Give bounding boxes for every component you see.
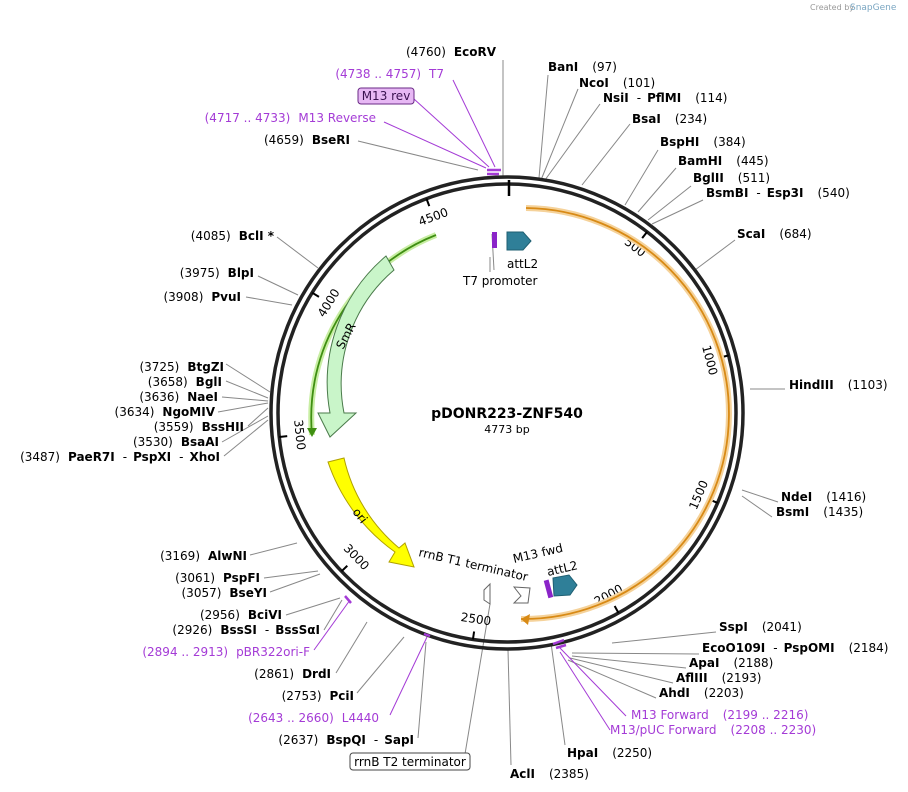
ruler-tick-label: 3500	[291, 419, 308, 451]
site-label[interactable]: HindIII(1103)	[789, 378, 888, 392]
smr-feature-arrow	[317, 255, 395, 438]
site-label[interactable]: (3057)BseYI	[182, 586, 268, 600]
site-label[interactable]: (4659)BseRI	[264, 133, 350, 147]
t7-promoter-marker	[492, 232, 497, 248]
primer-pbr322ori-f-label[interactable]: (2894 .. 2913)pBR322ori-F	[142, 645, 310, 659]
site-label[interactable]: (3530)BsaAI	[133, 435, 219, 449]
plasmid-title: pDONR223-ZNF540	[431, 406, 583, 422]
snapgene-logo: SnapGene	[850, 3, 897, 13]
site-label[interactable]: AflIII(2193)	[676, 671, 761, 685]
primer-m13-forward-label[interactable]: M13 Forward(2199 .. 2216)	[631, 708, 808, 722]
site-label[interactable]: (3725)BtgZI	[139, 360, 224, 374]
site-label[interactable]: HpaI(2250)	[567, 746, 652, 760]
smr-outer-arc	[310, 234, 437, 436]
ruler-tick	[311, 291, 320, 298]
site-label[interactable]: BsaI(234)	[632, 112, 707, 126]
smr-outer-arrowhead	[307, 428, 317, 437]
site-label[interactable]: (3908)PvuI	[163, 290, 241, 304]
site-label[interactable]: NcoI(101)	[579, 76, 655, 90]
site-label[interactable]: (2956)BciVI	[200, 608, 282, 622]
site-label[interactable]: (3975)BlpI	[180, 266, 254, 280]
site-label[interactable]: (3658)BglI	[148, 375, 222, 389]
leader-lines	[217, 60, 785, 766]
ruler-tick	[613, 605, 620, 614]
site-label[interactable]: BsmI(1435)	[776, 505, 863, 519]
site-label[interactable]: ApaI(2188)	[689, 656, 773, 670]
site-label[interactable]: NsiI-PflMI(114)	[603, 91, 728, 105]
site-label[interactable]: BanI(97)	[548, 60, 617, 74]
primer-leaders	[313, 79, 627, 731]
site-label[interactable]: BsmBI-Esp3I(540)	[706, 186, 850, 200]
backbone-outer	[269, 175, 745, 651]
primer-l4440-label[interactable]: (2643 .. 2660)L4440	[248, 711, 379, 725]
orf-znf540-arrowhead	[521, 614, 530, 625]
site-label[interactable]: AclI(2385)	[510, 767, 589, 781]
attl2-bottom-arrow	[552, 574, 578, 597]
primer-t7-label[interactable]: (4738 .. 4757)T7	[335, 67, 444, 81]
attl2-top-arrow	[506, 231, 532, 251]
primer-m13-rev-label[interactable]: M13 rev	[362, 89, 411, 103]
site-label[interactable]: (2861)DrdI	[254, 667, 331, 681]
orf-znf540-arc	[520, 207, 730, 620]
ori-feature-arrow	[327, 457, 415, 568]
site-label[interactable]: (2637)BspQI-SapI	[278, 733, 414, 747]
t7-promoter-label: T7 promoter	[462, 274, 538, 288]
primer-m13-rev-box[interactable]	[357, 87, 415, 105]
site-label[interactable]: ScaI(684)	[737, 227, 812, 241]
ruler-tick	[641, 231, 648, 239]
primer-markers	[344, 168, 567, 650]
site-label[interactable]: SspI(2041)	[719, 620, 802, 634]
site-label[interactable]: BamHI(445)	[678, 154, 769, 168]
primer-labels: (4738 .. 4757)T7 M13 rev (4717 .. 4733)M…	[142, 67, 816, 737]
rrnb-t2-label[interactable]: rrnB T2 terminator	[354, 755, 466, 769]
sites-right: BanI(97) NcoI(101) NsiI-PflMI(114) BsaI(…	[510, 60, 888, 781]
sites-left: (4760)EcoRV (4659)BseRI (4085)BclI * (39…	[20, 45, 497, 747]
credit-prefix: Created by	[810, 3, 854, 12]
rrnb-t2-terminator-shape	[483, 582, 491, 605]
site-label[interactable]: BglII(511)	[693, 171, 770, 185]
site-label[interactable]: NdeI(1416)	[781, 490, 866, 504]
site-label[interactable]: (3636)NaeI	[139, 390, 218, 404]
site-label[interactable]: BspHI(384)	[660, 135, 746, 149]
site-label[interactable]: (3634)NgoMIV	[115, 405, 216, 419]
plasmid-size: 4773 bp	[484, 423, 529, 436]
ruler-tick	[471, 631, 476, 640]
site-label[interactable]: (2926)BssSI-BssSαI	[172, 623, 320, 637]
site-label[interactable]: (3487)PaeR7I-PspXI-XhoI	[20, 450, 220, 464]
m13-fwd-marker	[543, 579, 554, 599]
site-label[interactable]: (4085)BclI *	[191, 229, 275, 243]
backbone-inner	[276, 182, 738, 644]
site-label[interactable]: EcoO109I-PspOMI(2184)	[702, 641, 888, 655]
rrnb-t2-label-box[interactable]	[349, 752, 471, 771]
attl2-bottom-label: attL2	[546, 558, 579, 579]
site-label[interactable]: (4760)EcoRV	[406, 45, 497, 59]
primer-m13-reverse-label[interactable]: (4717 .. 4733)M13 Reverse	[205, 111, 376, 125]
site-label[interactable]: AhdI(2203)	[659, 686, 744, 700]
primer-m13-puc-forward-label[interactable]: M13/pUC Forward(2208 .. 2230)	[610, 723, 816, 737]
ruler-tick-label: 2500	[460, 610, 492, 628]
site-label[interactable]: (3061)PspFI	[175, 571, 260, 585]
site-label[interactable]: (3559)BssHII	[154, 420, 244, 434]
site-label[interactable]: (2753)PciI	[282, 689, 354, 703]
attl2-top-label: attL2	[507, 257, 538, 271]
ruler-tick	[279, 435, 288, 438]
rrnb-t1-terminator-shape	[512, 586, 531, 604]
ruler-tick	[340, 565, 348, 573]
ruler-tick-label: 4500	[417, 205, 451, 229]
ruler-tick	[425, 198, 431, 207]
site-label[interactable]: (3169)AlwNI	[160, 549, 247, 563]
